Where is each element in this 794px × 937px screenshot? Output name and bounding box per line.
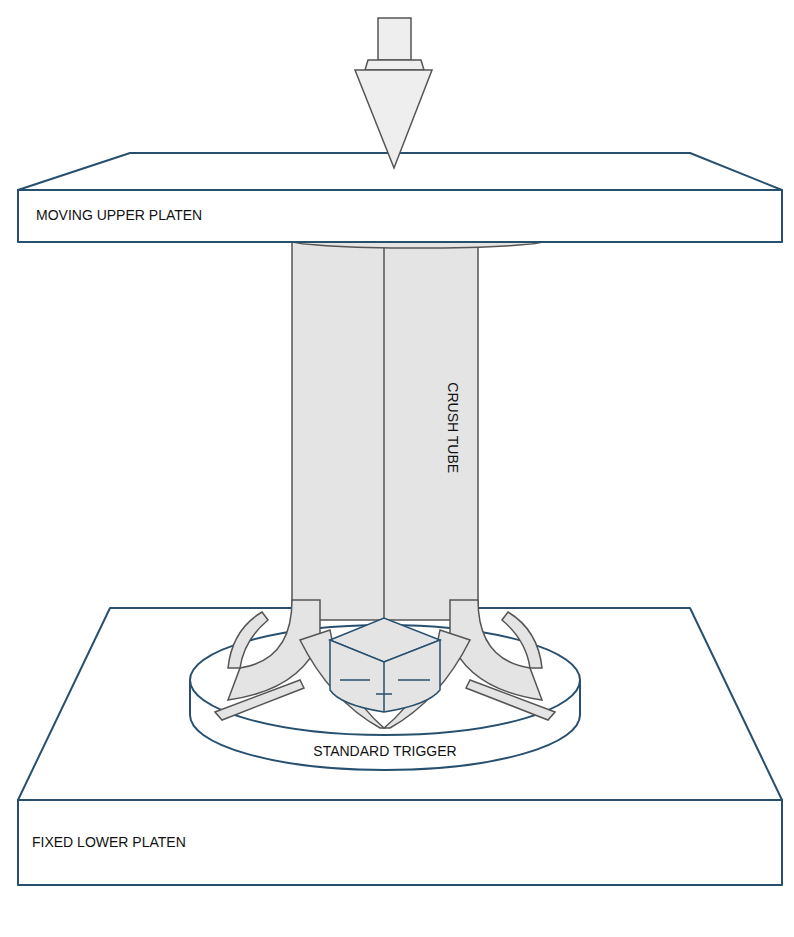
tube-petal-lip — [215, 680, 304, 720]
tube-petal-lip — [502, 612, 542, 668]
load-ram-flange — [365, 60, 424, 70]
lower-platen-front — [18, 800, 782, 885]
part-label: CRUSH TUBE — [444, 383, 459, 474]
lower-platen-top — [18, 608, 782, 800]
trigger-cube-mark — [340, 679, 370, 681]
part-label: MOVING UPPER PLATEN — [36, 208, 202, 223]
trigger-cube-front — [330, 640, 440, 712]
upper-platen-front — [18, 190, 782, 242]
trigger-cube-mark — [398, 679, 430, 681]
trigger-cube-mark — [376, 693, 392, 695]
crush-tube-edge — [383, 240, 385, 640]
trigger-cube-edge — [383, 662, 385, 712]
tube-petal-lip — [228, 612, 268, 668]
upper-platen-top — [18, 153, 782, 190]
load-arrow-head — [355, 70, 432, 168]
part-label: FIXED LOWER PLATEN — [32, 835, 186, 850]
tube-petal-lip — [466, 680, 555, 720]
crush-tube-body — [292, 240, 478, 620]
part-label: STANDARD TRIGGER — [313, 744, 456, 759]
load-ram — [378, 18, 411, 60]
